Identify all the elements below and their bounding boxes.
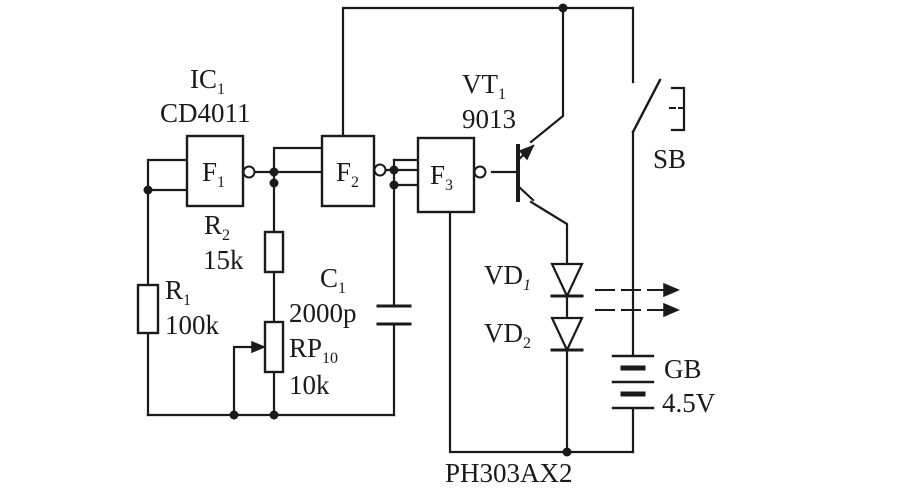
r2-label: R2 (204, 210, 230, 244)
led-vd2 (550, 316, 584, 353)
vt1-label: VT1 (462, 69, 506, 103)
rp-value: 10k (289, 370, 330, 400)
gb-label: GB (664, 354, 702, 384)
r1-label: R1 (165, 275, 191, 309)
ic1-model: CD4011 (160, 98, 251, 128)
vt1-model: 9013 (462, 104, 516, 134)
c1-label: C1 (320, 263, 346, 297)
capacitor-c1 (376, 304, 412, 326)
resistor-r2 (263, 230, 285, 274)
switch-sb (631, 78, 686, 134)
led-vd1 (550, 262, 584, 299)
gate-f2-label: F2 (336, 157, 359, 191)
ic1-label: IC1 (190, 64, 225, 98)
r2-value: 15k (203, 245, 244, 275)
gate-f3 (416, 136, 487, 214)
potentiometer-rp (263, 320, 285, 374)
gate-f1-label: F1 (202, 157, 225, 191)
gb-value: 4.5V (662, 388, 716, 418)
rp-wiper-arrow (251, 340, 266, 354)
battery-gb (611, 354, 655, 410)
r1-value: 100k (165, 310, 220, 340)
junction-dots (143, 3, 572, 457)
light-emission-arrows (595, 282, 680, 318)
module-label: PH303AX2 (445, 458, 573, 488)
transistor-vt1 (516, 144, 535, 202)
rp-label: RP10 (289, 333, 338, 367)
c1-value: 2000p (289, 298, 357, 328)
gate-f3-label: F3 (430, 160, 453, 194)
resistor-r1 (136, 283, 160, 335)
vd1-label: VD1 (484, 260, 531, 294)
gate-f1 (185, 134, 256, 208)
vd2-label: VD2 (484, 318, 531, 352)
sb-label: SB (653, 144, 686, 174)
gate-f2 (320, 134, 387, 208)
